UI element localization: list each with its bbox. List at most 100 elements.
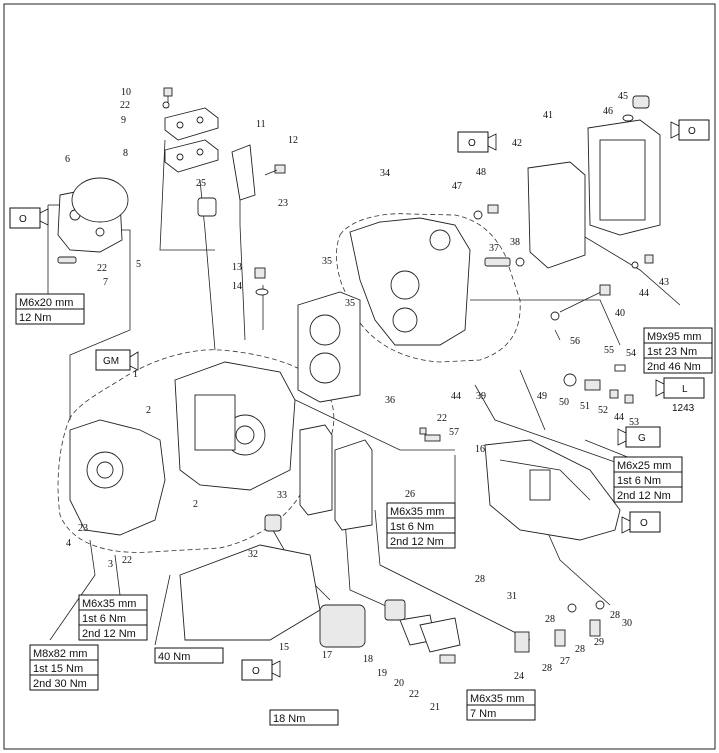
part-number: 22	[120, 100, 130, 111]
bolt-43	[644, 254, 654, 264]
part-number: 52	[598, 405, 608, 416]
part-number: 24	[514, 671, 524, 682]
bolt-10	[163, 87, 173, 97]
torque-spec-boxes: M6x20 mm 12 Nm M9x95 mm 1st 23 Nm 2nd 46…	[15, 293, 713, 726]
part-number: 29	[594, 637, 604, 648]
part-number: 38	[510, 237, 520, 248]
part-number: 47	[452, 181, 462, 192]
cap-50	[563, 373, 577, 387]
sender-18	[384, 599, 406, 621]
spec-2-torque-1: 1st 23 Nm	[647, 346, 697, 358]
cover-20	[419, 617, 461, 653]
part-number: 34	[380, 168, 390, 179]
gasket-8	[164, 139, 219, 173]
stud-37	[484, 257, 511, 267]
part-number: 36	[385, 395, 395, 406]
part-number: 44	[614, 412, 624, 423]
bracket-11	[231, 144, 256, 201]
plate-9	[164, 107, 219, 141]
bolt-12	[274, 164, 286, 174]
part-number: 2	[146, 405, 151, 416]
spec-1-size: M6x20 mm	[19, 297, 73, 309]
bolt-53	[624, 394, 634, 404]
fitting-13	[254, 267, 266, 279]
spec-5-torque-2: 2nd 12 Nm	[82, 628, 136, 640]
cover-gasket-42	[527, 161, 586, 269]
part-number: 20	[394, 678, 404, 689]
washer-52	[609, 389, 619, 399]
part-number: 8	[123, 148, 128, 159]
part-number: 18	[363, 654, 373, 665]
part-number: 30	[622, 618, 632, 629]
fitting-29	[589, 619, 601, 637]
part-number: 17	[322, 650, 332, 661]
part-number: 23	[78, 523, 88, 534]
spec-4-size: M6x35 mm	[390, 506, 444, 518]
part-number: 16	[475, 444, 485, 455]
plug-25	[197, 197, 217, 217]
lubricant-tag-labels: O GM O O L 1243 G O O	[19, 126, 696, 677]
fitting-27	[554, 629, 566, 647]
part-number: 51	[580, 401, 590, 412]
spec-7-torque: 40 Nm	[158, 651, 190, 663]
part-number: 41	[543, 110, 553, 121]
part-number: 44	[451, 391, 461, 402]
spec-4-torque-2: 2nd 12 Nm	[390, 536, 444, 548]
leader-lines	[47, 139, 681, 646]
part-number: 54	[626, 348, 636, 359]
lube-tag-gm: GM	[103, 356, 119, 367]
part-number: 15	[279, 642, 289, 653]
lube-tag-o-3: O	[688, 126, 696, 137]
lube-tag-o-4: O	[640, 518, 648, 529]
part-number: 53	[629, 417, 639, 428]
part-number: 19	[377, 668, 387, 679]
part-number: 28	[575, 644, 585, 655]
washer-38	[515, 257, 525, 267]
part-shapes	[57, 87, 661, 664]
part-number: 11	[256, 119, 266, 130]
o-ring-6	[71, 177, 129, 223]
spec-6-torque-2: 2nd 30 Nm	[33, 678, 87, 690]
fitting-24	[514, 631, 530, 653]
part-number: 10	[121, 87, 131, 98]
cylinder-head-group-outline	[336, 213, 521, 363]
part-number: 33	[277, 490, 287, 501]
part-number: 37	[489, 243, 499, 254]
part-number: 22	[409, 689, 419, 700]
spec-9-torque: 7 Nm	[470, 708, 496, 720]
spec-8-torque: 18 Nm	[273, 713, 305, 725]
plug-32	[264, 514, 282, 532]
part-number: 3	[108, 559, 113, 570]
part-number: 44	[639, 288, 649, 299]
part-number: 1	[133, 369, 138, 380]
part-number: 7	[103, 277, 108, 288]
exhaust-cover-26	[334, 439, 373, 531]
spec-5-torque-1: 1st 6 Nm	[82, 613, 126, 625]
spec-4-torque-1: 1st 6 Nm	[390, 521, 434, 533]
part-number: 21	[430, 702, 440, 713]
bolt-48	[487, 204, 499, 214]
part-number: 27	[560, 656, 570, 667]
part-number: 28	[610, 610, 620, 621]
gasket-33	[299, 424, 333, 516]
lube-tag-o-5: O	[252, 666, 260, 677]
part-number: 35	[322, 256, 332, 267]
part-number: 6	[65, 154, 70, 165]
part-number: 22	[437, 413, 447, 424]
part-number: 5	[136, 259, 141, 270]
washer-56	[550, 311, 560, 321]
part-number: 42	[512, 138, 522, 149]
part-number: 22	[97, 263, 107, 274]
washer-14	[255, 288, 269, 296]
oil-filter-17	[319, 604, 366, 648]
bolt-40	[599, 284, 611, 296]
part-number: 43	[659, 277, 669, 288]
part-number: 39	[476, 391, 486, 402]
part-number: 32	[248, 549, 258, 560]
spec-3-size: M6x25 mm	[617, 460, 671, 472]
plug-45	[632, 95, 650, 109]
part-number: 50	[559, 397, 569, 408]
part-number: 56	[570, 336, 580, 347]
